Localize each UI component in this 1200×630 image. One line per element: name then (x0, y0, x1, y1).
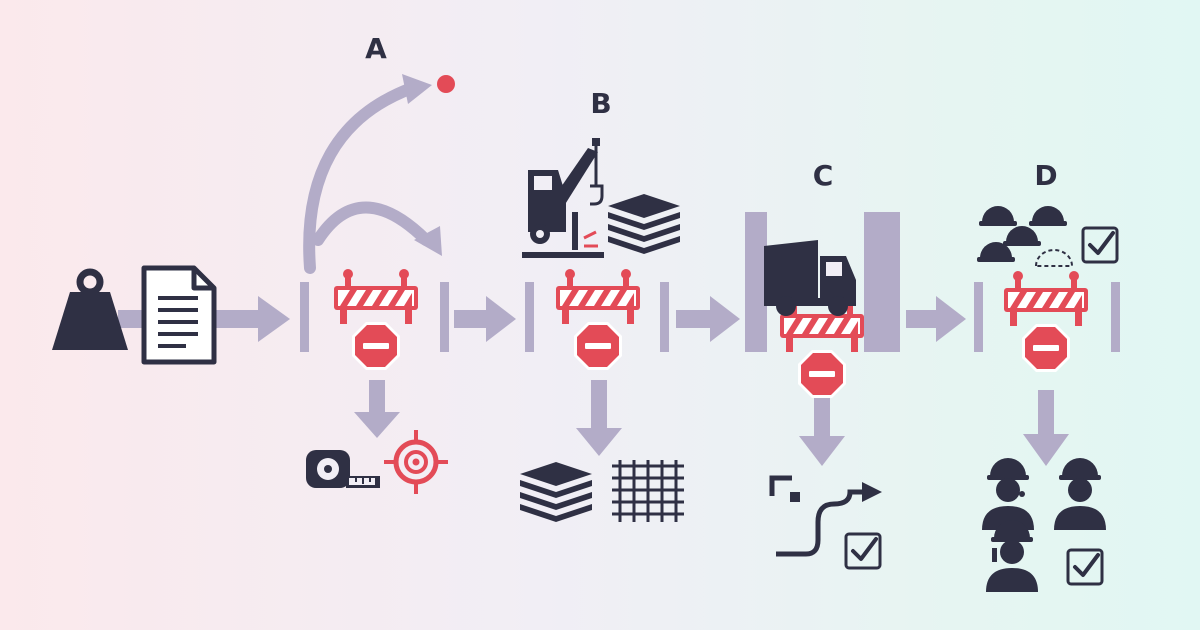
stage-label-b: B (590, 87, 611, 120)
flow-arrow-a-b (454, 310, 488, 328)
crane-icon (522, 138, 604, 258)
tape-measure-icon (306, 450, 380, 488)
down-arrows (354, 380, 1069, 466)
stage-label-d: D (1034, 159, 1057, 192)
curved-arrows-a (303, 82, 432, 274)
flow-arrow-b-c (676, 310, 712, 328)
target-dot (437, 75, 455, 93)
gateposts (300, 212, 1120, 352)
stage-label-a: A (365, 32, 387, 65)
barrier-gate-a (334, 269, 418, 370)
layers-icon (520, 462, 592, 522)
stage-label-c: C (813, 159, 834, 192)
layers-icon (608, 194, 680, 254)
barrier-gate-b (556, 269, 640, 370)
checkbox-icon (1066, 548, 1104, 586)
document-icon (141, 265, 217, 365)
frame-corner-icon (769, 475, 800, 502)
barrier-gate-d (1004, 271, 1088, 372)
target-icon (384, 430, 448, 494)
weight-icon (52, 268, 128, 350)
workers-icon (982, 458, 1106, 592)
mesh-grid-icon (612, 460, 684, 522)
dump-truck-icon (764, 240, 856, 316)
checkbox-icon (1081, 226, 1119, 264)
checkbox-icon (844, 532, 882, 570)
curved-arrow-icon (776, 482, 882, 557)
hard-hats-icon (977, 206, 1074, 267)
flow-arrow-c-d (906, 310, 938, 328)
